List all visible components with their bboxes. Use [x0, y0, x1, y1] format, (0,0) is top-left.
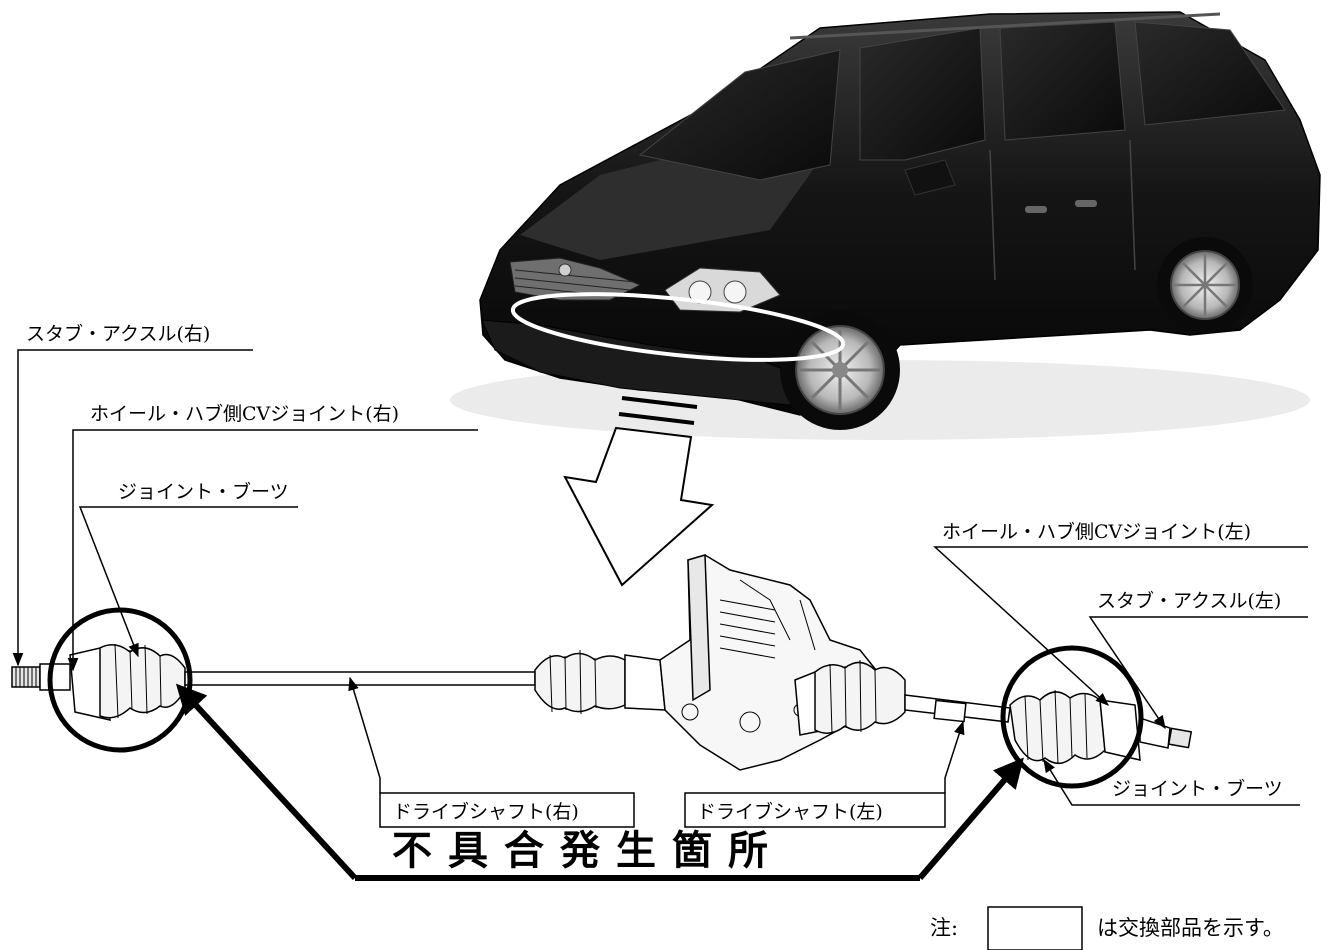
highlight-circle-left: [1000, 645, 1144, 789]
minivan-image: [450, 11, 1321, 440]
note-prefix: 注:: [930, 916, 958, 940]
drive-shaft-assembly: [11, 554, 1193, 771]
label-stub-axle-right: スタブ・アクスル(右): [26, 322, 210, 345]
label-drive-shaft-left: ドライブシャフト(左): [697, 800, 883, 823]
failure-location-arrows: [175, 683, 1024, 881]
drive-shaft-left-box: [684, 792, 946, 828]
label-joint-boot-left: ジョイント・ブーツ: [1112, 777, 1283, 800]
label-stub-axle-left: スタブ・アクスル(左): [1097, 589, 1281, 612]
note-suffix: は交換部品を示す。: [1097, 916, 1284, 940]
note-legend-box: [987, 906, 1083, 950]
label-drive-shaft-right: ドライブシャフト(右): [393, 800, 579, 823]
downward-arrow: [563, 396, 715, 587]
label-cv-joint-left: ホイール・ハブ側CVジョイント(左): [942, 520, 1251, 543]
diagram-title: 不具合発生箇所: [392, 828, 784, 874]
label-cv-joint-right: ホイール・ハブ側CVジョイント(右): [90, 402, 399, 425]
drive-shaft-right-box: [379, 792, 635, 828]
label-joint-boot-right: ジョイント・ブーツ: [118, 480, 289, 503]
leader-lines: [12, 349, 1308, 806]
highlight-ellipse: [510, 292, 846, 362]
